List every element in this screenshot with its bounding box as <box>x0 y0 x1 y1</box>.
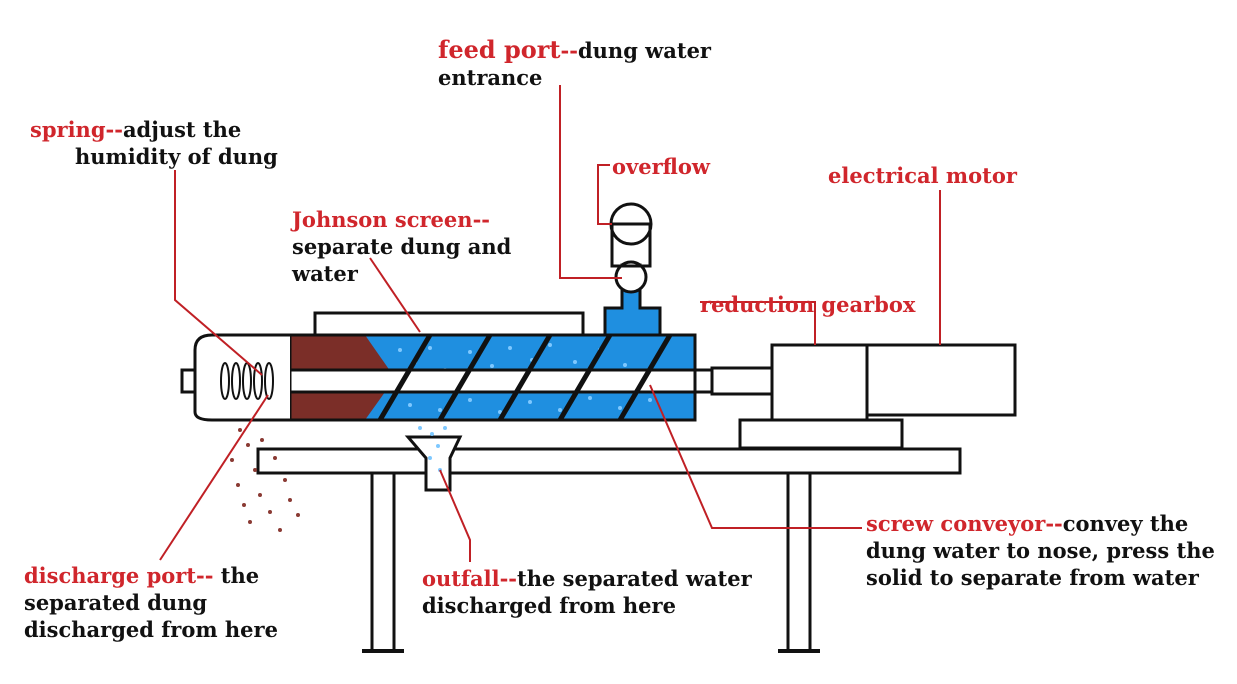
coupling <box>710 366 774 396</box>
right-leg <box>786 471 812 653</box>
spring-label: spring--adjust the humidity of dung <box>30 117 278 169</box>
reduction-gearbox-label: reduction gearbox <box>700 292 916 317</box>
overflow-label: overflow <box>612 154 710 179</box>
feed-port-leader <box>559 85 622 279</box>
left-leg <box>370 471 396 653</box>
feed-port-label: feed port--dung water entrance <box>438 35 711 90</box>
outfall-leader <box>439 469 471 562</box>
reduction-gearbox-body <box>770 343 869 422</box>
discharge-port-leader <box>159 394 269 561</box>
electrical-motor-body <box>865 343 1017 417</box>
screw-conveyor-label: screw conveyor--convey the dung water to… <box>866 511 1215 590</box>
outfall-funnel <box>404 435 463 492</box>
frame-top <box>256 447 962 475</box>
reduction-gearbox-leader <box>700 301 816 345</box>
electrical-motor-label: electrical motor <box>828 163 1017 188</box>
outfall-label: outfall--the separated water discharged … <box>422 566 752 618</box>
gearbox-base <box>738 418 904 450</box>
johnson-screen-leader <box>369 257 421 333</box>
johnson-screen-label: Johnson screen-- separate dung and water <box>292 207 512 286</box>
overflow-leader <box>597 164 612 225</box>
discharge-port-label: discharge port-- the separated dung disc… <box>24 563 278 642</box>
screen-housing <box>313 311 585 337</box>
spring-leader <box>174 170 263 376</box>
screw-conveyor-leader <box>649 384 862 529</box>
